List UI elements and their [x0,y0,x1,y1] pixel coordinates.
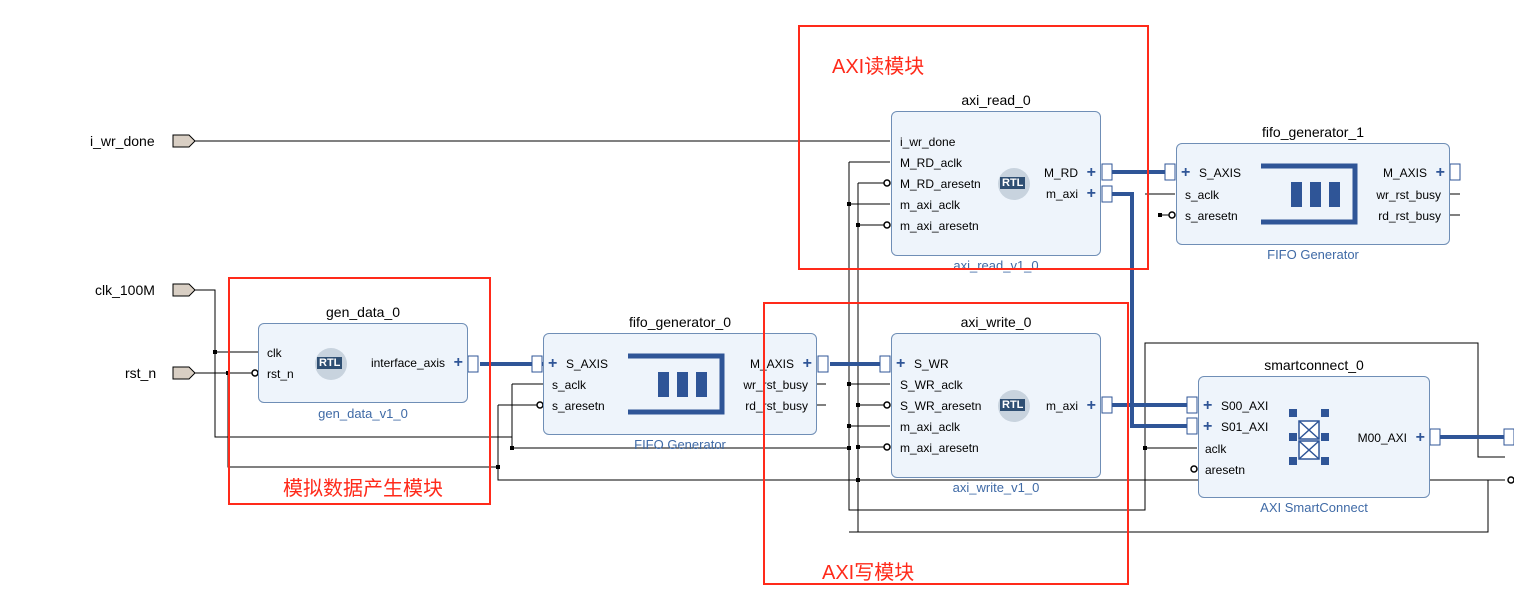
gen-data-title: gen_data_0 [326,304,400,320]
pin-m-axi[interactable]: m_axi [1045,187,1078,201]
expand-icon[interactable]: + [1203,418,1213,435]
axi-write-highlight [763,302,1129,585]
port-i-wr-done[interactable]: i_wr_done [90,133,155,149]
fifo1-block[interactable]: + S_AXIS s_aclk s_aresetn M_AXIS + wr_rs… [1176,143,1450,245]
axi-write-group-label: AXI写模块 [822,562,915,584]
pin-rd-rst-busy[interactable]: rd_rst_busy [1378,209,1441,223]
smartconnect-ip: AXI SmartConnect [1260,500,1368,515]
expand-icon[interactable]: + [1435,164,1445,181]
expand-icon[interactable]: + [1181,164,1191,181]
pin-s-wr-aresetn[interactable]: S_WR_aresetn [900,399,982,413]
port-clk-100m[interactable]: clk_100M [95,282,155,298]
pin-m-axi-aresetn[interactable]: m_axi_aresetn [900,441,979,455]
pin-s-wr-aclk[interactable]: S_WR_aclk [900,378,963,392]
crossbar-icon [1289,409,1329,465]
pin-s-aresetn[interactable]: s_aresetn [1185,209,1238,223]
port-arrows [172,134,196,380]
pin-m-axis[interactable]: M_AXIS [1382,166,1427,180]
expand-icon[interactable]: + [896,355,906,372]
fifo-icon [628,353,725,415]
gen-data-highlight [228,277,491,505]
expand-icon[interactable]: + [1086,164,1096,181]
rtl-logo-icon: RTL [998,390,1030,422]
pin-m-rd[interactable]: M_RD [1043,166,1078,180]
pin-s-axis[interactable]: S_AXIS [566,357,609,371]
pin-s01-axi[interactable]: S01_AXI [1221,420,1269,434]
pin-m-axi-aclk[interactable]: m_axi_aclk [900,198,961,212]
axi-read-block[interactable]: i_wr_done M_RD_aclk M_RD_aresetn m_axi_a… [891,111,1101,256]
pin-s-wr[interactable]: S_WR [914,357,949,371]
pin-m-axi[interactable]: m_axi [1045,399,1078,413]
axi-read-group-label: AXI读模块 [832,56,925,78]
fifo1-title: fifo_generator_1 [1262,124,1364,140]
expand-icon[interactable]: + [1203,397,1213,414]
pin-rd-rst-busy[interactable]: rd_rst_busy [745,399,808,413]
fifo1-ip: FIFO Generator [1267,247,1359,262]
reset-bubbles [251,179,1514,484]
gen-data-group-label: 模拟数据产生模块 [283,478,443,500]
axi-read-highlight [798,25,1149,270]
axi-write-ip: axi_write_v1_0 [952,480,1040,495]
pin-aresetn[interactable]: aresetn [1205,463,1246,477]
port-rst-n[interactable]: rst_n [125,365,157,381]
pin-s00-axi[interactable]: S00_AXI [1221,399,1269,413]
pin-s-aclk[interactable]: s_aclk [552,378,587,392]
fifo0-block[interactable]: + S_AXIS s_aclk s_aresetn M_AXIS + wr_rs… [543,333,817,435]
axi-write-block[interactable]: + S_WR S_WR_aclk S_WR_aresetn m_axi_aclk… [891,333,1101,478]
axi-write-title: axi_write_0 [960,314,1032,330]
fifo0-title: fifo_generator_0 [629,314,731,330]
axi-read-title: axi_read_0 [961,92,1031,108]
expand-icon[interactable]: + [1086,397,1096,414]
pin-m-rd-aclk[interactable]: M_RD_aclk [900,156,963,170]
pin-aclk[interactable]: aclk [1205,442,1227,456]
bus-connectors [467,163,1514,446]
pin-m00-axi[interactable]: M00_AXI [1357,431,1407,445]
pin-i-wr-done[interactable]: i_wr_done [900,135,956,149]
gen-data-block[interactable]: clk rst_n interface_axis + RTL [258,323,468,403]
pin-m-axi-aclk[interactable]: m_axi_aclk [900,420,961,434]
pin-m-axi-aresetn[interactable]: m_axi_aresetn [900,219,979,233]
gen-data-ip: gen_data_v1_0 [318,406,408,421]
rtl-logo-icon: RTL [998,168,1030,200]
smartconnect-block[interactable]: + S00_AXI + S01_AXI aclk aresetn M00_AXI… [1198,376,1430,498]
pin-s-aclk[interactable]: s_aclk [1185,188,1220,202]
fifo0-ip: FIFO Generator [634,437,726,452]
expand-icon[interactable]: + [1086,185,1096,202]
rtl-logo-icon: RTL [315,348,347,380]
pin-clk[interactable]: clk [267,346,282,360]
smartconnect-title: smartconnect_0 [1264,357,1364,373]
pin-wr-rst-busy[interactable]: wr_rst_busy [1376,188,1441,202]
pin-m-axis[interactable]: M_AXIS [749,357,794,371]
expand-icon[interactable]: + [548,355,558,372]
pin-wr-rst-busy[interactable]: wr_rst_busy [743,378,808,392]
expand-icon[interactable]: + [453,354,463,371]
fifo-icon [1261,163,1358,225]
pin-m-rd-aresetn[interactable]: M_RD_aresetn [900,177,981,191]
expand-icon[interactable]: + [1415,429,1425,446]
expand-icon[interactable]: + [802,355,812,372]
pin-s-axis[interactable]: S_AXIS [1199,166,1242,180]
pin-s-aresetn[interactable]: s_aresetn [552,399,605,413]
pin-interface-axis[interactable]: interface_axis [370,356,445,370]
pin-rst-n[interactable]: rst_n [267,367,294,381]
